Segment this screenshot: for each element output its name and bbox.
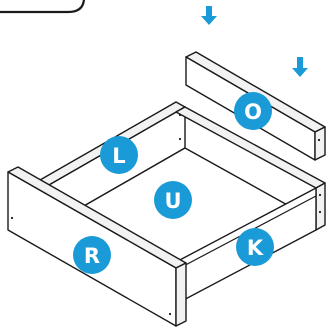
svg-text:O: O (244, 100, 262, 124)
badge-front: R (73, 236, 111, 274)
badge-right-side: K (236, 228, 274, 266)
arrow-down-icon (292, 57, 308, 77)
badge-bottom: U (154, 181, 192, 219)
badge-top-panel: O (234, 92, 272, 130)
svg-text:U: U (164, 189, 181, 213)
svg-text:L: L (112, 144, 125, 168)
svg-text:R: R (84, 244, 100, 268)
badge-left-side: L (100, 136, 138, 174)
svg-text:K: K (247, 236, 264, 260)
callout-box-corner (0, 0, 84, 12)
arrow-down-icon (201, 6, 217, 25)
